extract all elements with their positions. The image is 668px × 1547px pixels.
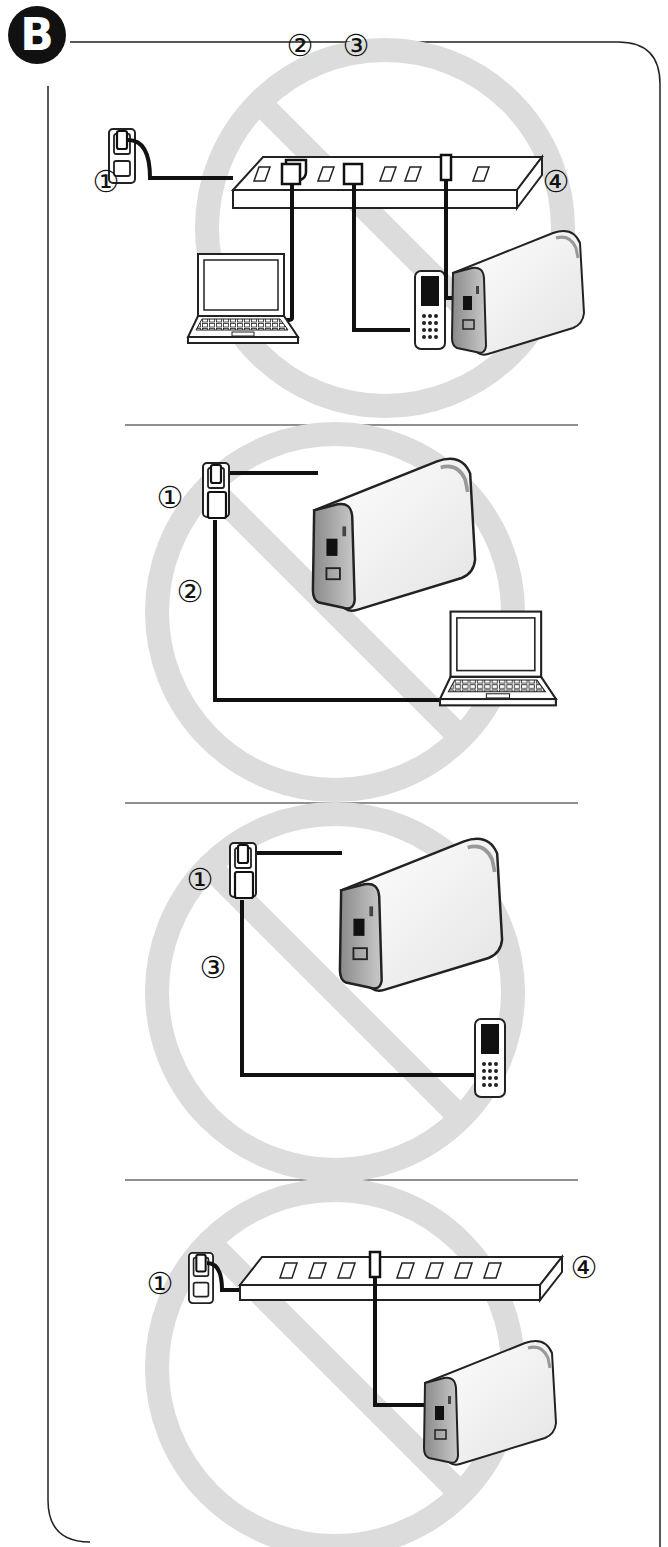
callout-number: ② [177,577,204,607]
callout-number: ① [93,167,120,197]
panel-2 [203,459,556,706]
frame [48,86,90,1542]
frame [70,42,660,1547]
callout-number: ① [147,1269,174,1299]
section-badge: B [8,6,66,64]
section-letter: B [20,13,54,57]
callout-number: ① [157,483,184,513]
callout-number: ② [287,31,314,61]
panel-1 [109,129,584,355]
panel-4 [189,1252,562,1465]
callout-number: ① [187,865,214,895]
callout-number: ③ [343,31,370,61]
callout-number: ④ [543,167,570,197]
callout-number: ④ [571,1253,598,1283]
callout-number: ③ [200,953,227,983]
panel-3 [230,839,505,1097]
